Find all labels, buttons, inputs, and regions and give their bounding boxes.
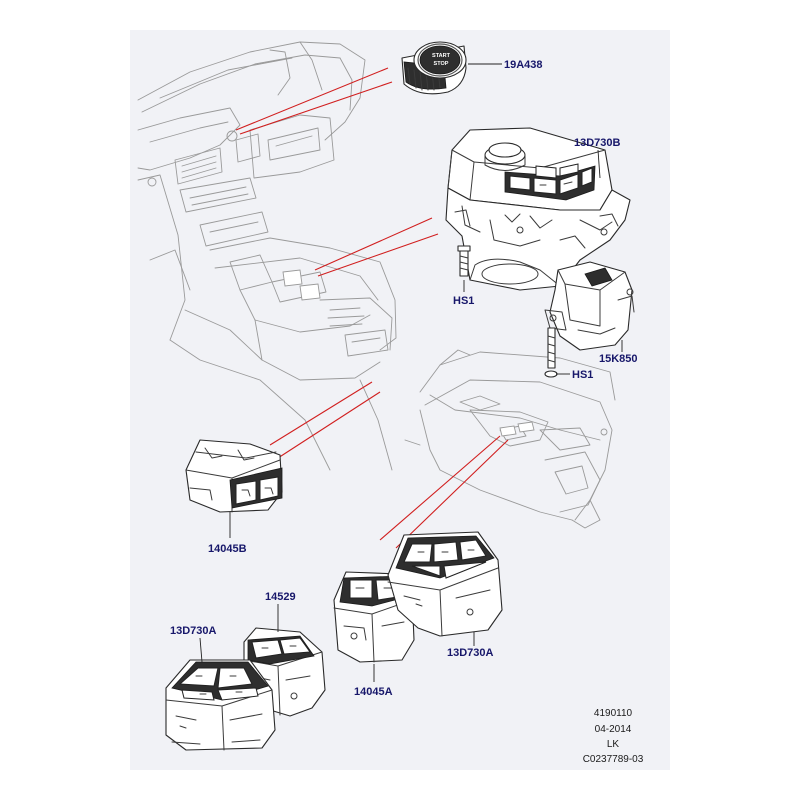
label-15K850: 15K850 <box>599 353 638 365</box>
callout-rear-switch-lower <box>277 391 381 459</box>
revision-date: 04-2014 <box>595 724 632 735</box>
callout-start-switch-upper <box>235 67 389 131</box>
reference-block: 4190110 04-2014 LK C0237789-03 <box>583 708 644 765</box>
start-button-line-1: START <box>432 53 451 59</box>
screw-lower <box>544 327 558 378</box>
callout-start-switch-lower <box>239 81 393 135</box>
console-switch-pack <box>445 127 631 291</box>
label-14045B: 14045B <box>208 543 247 555</box>
callout-lines <box>235 67 509 549</box>
rear-console-illustration <box>404 349 616 529</box>
label-hs1-upper: HS1 <box>453 295 474 307</box>
callout-console-pack-lower <box>317 233 439 277</box>
label-13D730A-right: 13D730A <box>447 647 494 659</box>
callout-rear-console-lower <box>395 439 509 549</box>
part-labels: 19A438 13D730B HS1 15K850 HS1 14045B 145… <box>170 59 638 698</box>
start-button-line-2: STOP <box>434 61 449 67</box>
document-code: C0237789-03 <box>583 754 644 765</box>
leader-lines <box>199 63 623 682</box>
switch-pack-a-left <box>165 659 276 751</box>
label-14045A: 14045A <box>354 686 393 698</box>
callout-console-pack-upper <box>314 217 433 271</box>
switch-pack-a-right <box>387 531 503 637</box>
callout-rear-switch-upper <box>269 381 373 446</box>
label-19A438: 19A438 <box>504 59 543 71</box>
callout-rear-console-upper <box>379 435 501 541</box>
dashboard-illustration <box>137 41 397 471</box>
label-14529: 14529 <box>265 591 296 603</box>
rear-switch-module <box>544 261 635 351</box>
label-13D730B: 13D730B <box>574 137 621 149</box>
label-13D730A-left: 13D730A <box>170 625 217 637</box>
author-initials: LK <box>607 739 620 750</box>
start-stop-switch: START STOP <box>401 41 467 95</box>
screw-upper <box>457 245 471 277</box>
illustration-number: 4190110 <box>594 708 633 719</box>
label-hs1-lower: HS1 <box>572 369 593 381</box>
rear-seat-switch-b <box>185 439 283 513</box>
